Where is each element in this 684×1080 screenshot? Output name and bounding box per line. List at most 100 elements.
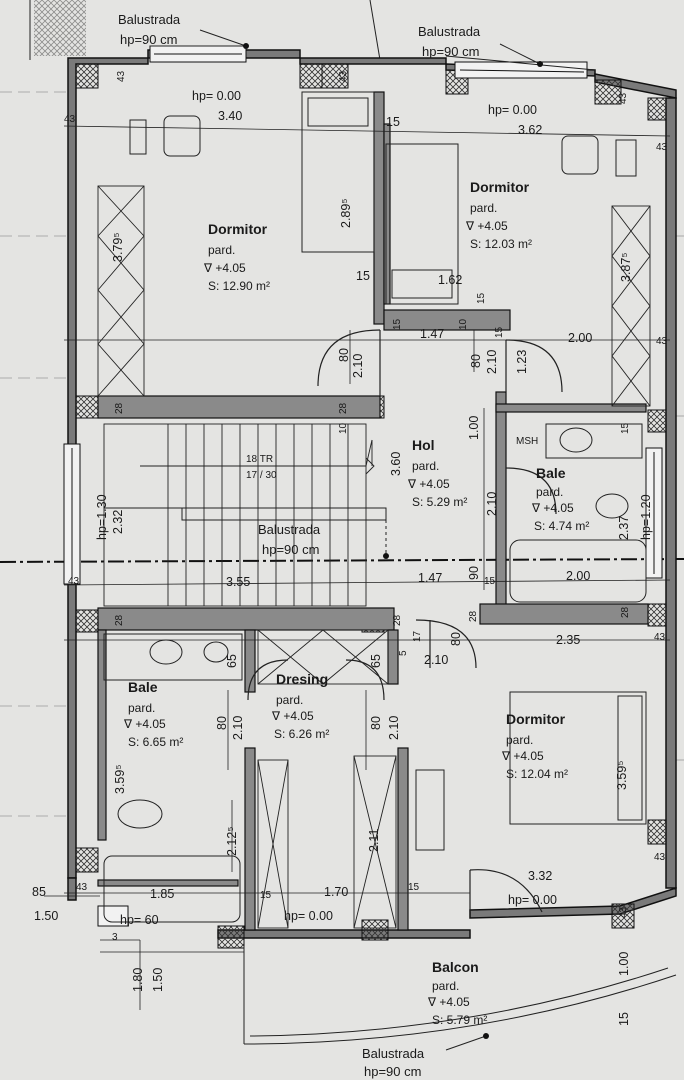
dim-value: 3.55: [226, 575, 250, 589]
room-name: Dormitor: [506, 711, 566, 727]
room-area: S: 4.74 m²: [534, 519, 589, 533]
room-floor: pard.: [276, 693, 303, 707]
room-dormitor-bottom-right: Dormitor pard. ∇ +4.05 S: 12.04 m²: [501, 711, 568, 781]
dim-value: 43: [656, 336, 668, 347]
dim-value: 1.85: [150, 887, 174, 901]
dim-value: 43: [618, 906, 629, 918]
balustrade-name: Balustrada: [118, 12, 181, 27]
dim-value: 2.10: [231, 716, 245, 740]
room-level: ∇ +4.05: [501, 749, 544, 763]
balustrade-top-left-label: Balustrada hp=90 cm: [118, 12, 249, 49]
balustrade-height: hp=90 cm: [262, 542, 319, 557]
dimension-labels-vertical: 2.89⁵ 3.79⁵ 3.87⁵ 80 2.10 80 2.10 1.23 1…: [95, 198, 653, 1026]
stairs-rise: 17 / 30: [246, 470, 277, 481]
dim-value: 15: [494, 326, 505, 338]
dim-value: 2.37: [617, 516, 631, 540]
dimension-labels: hp= 0.00 hp= 0.00 3.40 3.62 15 15 1.62 1…: [32, 89, 592, 927]
room-dormitor-top-right: Dormitor pard. ∇ +4.05 S: 12.03 m²: [465, 179, 532, 251]
room-name: Dormitor: [208, 221, 268, 237]
dim-value: 2.11: [367, 829, 381, 852]
room-bale-right: MSH Bale pard. ∇ +4.05 S: 4.74 m²: [516, 436, 589, 533]
dim-hp: hp= 0.00: [488, 103, 537, 117]
dimension-lines: [44, 125, 671, 1010]
dim-value: 3.79⁵: [111, 232, 125, 262]
stairs-steps: 18 TR: [246, 454, 273, 465]
room-level: ∇ +4.05: [407, 477, 450, 491]
dim-value: 80: [369, 716, 383, 730]
dim-hp: hp= 0.00: [508, 893, 557, 907]
dim-value: 17: [412, 630, 423, 642]
dim-value: 1.80: [131, 968, 145, 992]
balustrade-lines: [150, 45, 677, 1045]
room-name: Balcon: [432, 959, 479, 975]
dim-value: 2.00: [566, 569, 590, 583]
closets: [97, 185, 651, 929]
dim-value: 1.00: [617, 952, 631, 976]
dim-value: 3.60: [389, 452, 403, 476]
dim-value: 90: [467, 566, 481, 580]
dim-value: 1.47: [418, 571, 442, 585]
room-name: Bale: [536, 465, 566, 481]
interior-walls: [97, 91, 649, 931]
balustrade-name: Balustrada: [362, 1046, 425, 1061]
dim-value: 43: [338, 70, 349, 82]
beds: [301, 91, 647, 825]
staircase: [103, 423, 375, 607]
room-level: ∇ +4.05: [123, 717, 166, 731]
dim-value: 3.40: [218, 109, 242, 123]
dim-value: 43: [64, 114, 76, 125]
dim-value: 65: [369, 654, 383, 668]
dim-value: 3: [112, 932, 118, 943]
dim-value: 2.10: [485, 350, 499, 374]
room-name: Dormitor: [470, 179, 530, 195]
dim-value: 15: [476, 292, 487, 304]
dim-value: 2.35: [556, 633, 580, 647]
dim-value: 2.10: [351, 354, 365, 378]
balustrade-name: Balustrada: [418, 24, 481, 39]
room-area: S: 5.79 m²: [432, 1013, 487, 1027]
room-area: S: 12.04 m²: [506, 767, 568, 781]
column-blocks: [75, 63, 667, 949]
room-floor: pard.: [432, 979, 459, 993]
dim-value: 43: [654, 632, 666, 643]
room-dresing: Dresing pard. ∇ +4.05 S: 6.26 m²: [271, 671, 329, 741]
room-floor: pard.: [412, 459, 439, 473]
room-area: S: 6.65 m²: [128, 735, 183, 749]
dim-value: 1.50: [151, 968, 165, 992]
balustrade-bottom-label: Balustrada hp=90 cm: [362, 1033, 489, 1079]
dim-value: 1.00: [467, 416, 481, 440]
dim-value: 1.23: [515, 350, 529, 374]
dim-value: 43: [68, 576, 80, 587]
dim-value: 1.47: [420, 327, 444, 341]
dim-value: 85: [32, 885, 46, 899]
balustrade-name: Balustrada: [258, 522, 321, 537]
room-level: ∇ +4.05: [531, 501, 574, 515]
room-area: S: 12.90 m²: [208, 279, 270, 293]
exterior-walls: [67, 49, 677, 939]
dim-value: 2.89⁵: [339, 198, 353, 228]
room-level: ∇ +4.05: [271, 709, 314, 723]
dim-hp: hp= 0.00: [192, 89, 241, 103]
dim-value: 3.32: [528, 869, 552, 883]
dim-value: 15: [386, 115, 400, 129]
section-axis-line: [0, 558, 684, 563]
balustrade-height: hp=90 cm: [364, 1064, 421, 1079]
room-level: ∇ +4.05: [203, 261, 246, 275]
dim-value: 28: [392, 614, 403, 626]
dim-hp: hp= 60: [120, 913, 159, 927]
dim-value: 2.00: [568, 331, 592, 345]
room-floor: pard.: [208, 243, 235, 257]
room-floor: pard.: [536, 485, 563, 499]
dim-value: 65: [225, 654, 239, 668]
dim-value: 15: [356, 269, 370, 283]
room-area: S: 6.26 m²: [274, 727, 329, 741]
dim-value: 15: [260, 890, 272, 901]
dim-value: 2.32: [111, 510, 125, 534]
dim-value: 2.10: [424, 653, 448, 667]
dim-value: 43: [116, 70, 127, 82]
dim-value: 3.59⁵: [615, 760, 629, 790]
dim-value: 28: [468, 610, 479, 622]
dim-value: 28: [620, 606, 631, 618]
dim-value: 15: [392, 318, 403, 330]
